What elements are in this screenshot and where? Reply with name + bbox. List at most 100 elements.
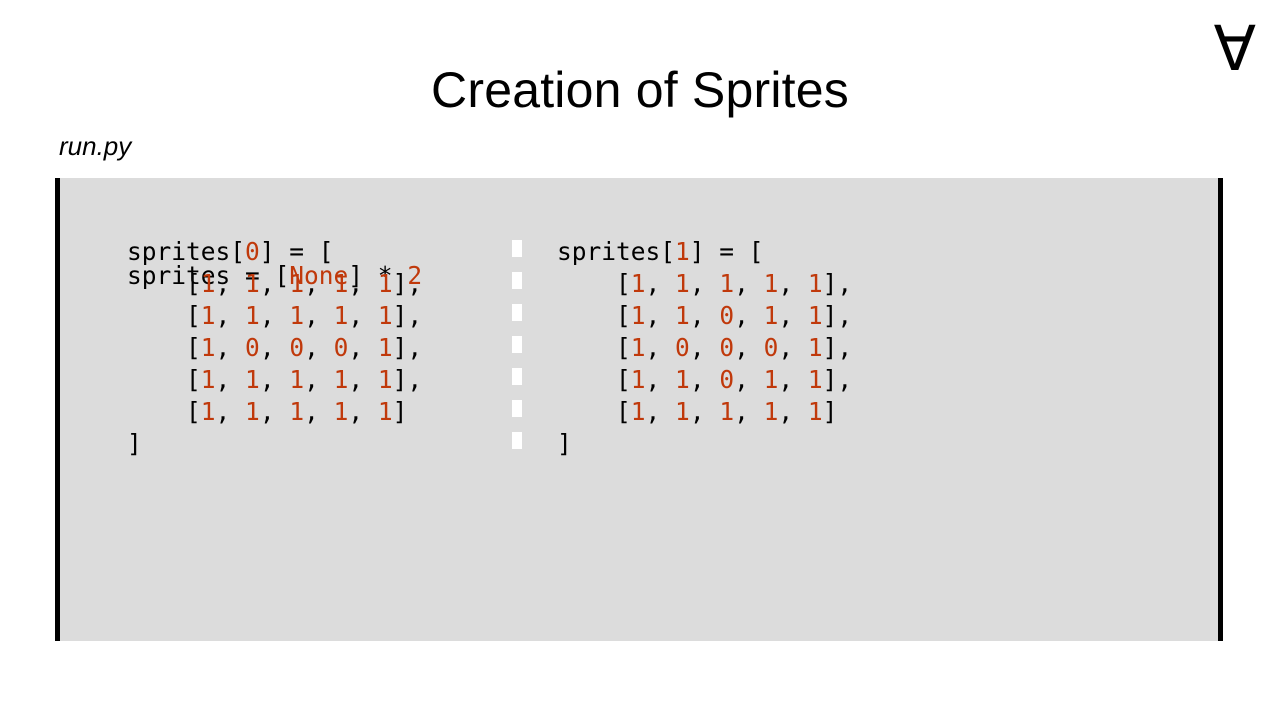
- pixel-value: 1: [289, 397, 305, 426]
- sprite-open-line: sprites[1] = [: [557, 236, 852, 268]
- code-text: [: [127, 333, 201, 362]
- pixel-value: 1: [289, 269, 305, 298]
- code-text: ,: [215, 333, 246, 362]
- code-text: ,: [645, 365, 676, 394]
- sprite-open-line: sprites[0] = [: [127, 236, 422, 268]
- code-text: sprites[: [127, 237, 246, 266]
- pixel-value: 0: [763, 333, 779, 362]
- sprite-close-line: ]: [127, 429, 142, 458]
- sprite-row: [1, 1, 1, 1, 1],: [127, 300, 422, 332]
- code-text: ,: [259, 397, 290, 426]
- pixel-value: 1: [333, 269, 349, 298]
- code-text: ,: [304, 301, 334, 330]
- pixel-value: 0: [719, 333, 735, 362]
- pixel-value: 1: [763, 365, 779, 394]
- code-block: sprites = [None] * 2 sprites[0] = [ [1, …: [55, 178, 1223, 641]
- pixel-value: 1: [200, 333, 216, 362]
- pixel-value: 1: [763, 397, 779, 426]
- pixel-value: 1: [675, 301, 690, 330]
- code-text: ,: [348, 365, 378, 394]
- sprite-row: [1, 1, 1, 1, 1],: [557, 268, 852, 300]
- code-text: ]: [392, 397, 408, 426]
- pixel-value: 1: [245, 365, 260, 394]
- pixel-value: 1: [245, 269, 260, 298]
- code-text: [: [127, 365, 201, 394]
- pixel-value: 1: [675, 269, 690, 298]
- pixel-value: 1: [630, 365, 646, 394]
- code-op-tail: ] *: [348, 261, 408, 290]
- pixel-value: 1: [675, 397, 690, 426]
- code-text: ,: [778, 269, 808, 298]
- pixel-value: 1: [377, 333, 393, 362]
- code-text: [: [557, 301, 631, 330]
- sprite-row: [1, 1, 1, 1, 1]: [127, 396, 422, 428]
- code-text: ] = [: [689, 237, 764, 266]
- code-text: ,: [215, 301, 246, 330]
- code-text: ,: [259, 301, 290, 330]
- code-text: ,: [304, 269, 334, 298]
- sprite-row: [1, 1, 1, 1, 1],: [127, 364, 422, 396]
- code-text: ],: [822, 301, 853, 330]
- code-text: ,: [259, 365, 290, 394]
- code-text: ,: [689, 301, 720, 330]
- pixel-value: 1: [333, 397, 349, 426]
- sprite-index-literal: 1: [675, 237, 690, 266]
- code-text: ,: [689, 333, 720, 362]
- sprite-index-literal: 0: [245, 237, 260, 266]
- sprite-row: [1, 1, 1, 1, 1],: [127, 268, 422, 300]
- code-text: [: [127, 397, 201, 426]
- slide-title: Creation of Sprites: [431, 62, 849, 118]
- code-init-line: sprites = [None] * 2: [127, 196, 422, 356]
- code-text: ],: [392, 333, 423, 362]
- sprite-close-line: ]: [557, 429, 572, 458]
- pixel-value: 1: [807, 301, 823, 330]
- pixel-value: 1: [719, 269, 735, 298]
- code-text: ,: [348, 333, 378, 362]
- pixel-value: 1: [377, 397, 393, 426]
- sprite-1-code: sprites[1] = [ [1, 1, 1, 1, 1], [1, 1, 0…: [557, 236, 852, 460]
- pixel-value: 0: [245, 333, 260, 362]
- pixel-value: 1: [763, 269, 779, 298]
- pixel-value: 1: [630, 333, 646, 362]
- code-text: ]: [822, 397, 838, 426]
- code-text: ,: [645, 269, 676, 298]
- sprite-row: [1, 1, 0, 1, 1],: [557, 364, 852, 396]
- sprite-row: [1, 1, 1, 1, 1]: [557, 396, 852, 428]
- code-none-literal: None: [289, 261, 349, 290]
- sprite-row: [1, 0, 0, 0, 1],: [127, 332, 422, 364]
- pixel-value: 1: [377, 301, 393, 330]
- code-text: ,: [304, 365, 334, 394]
- file-name-label: run.py: [59, 131, 132, 161]
- pixel-value: 0: [719, 365, 735, 394]
- pixel-value: 1: [200, 365, 216, 394]
- code-text: ,: [778, 365, 808, 394]
- pixel-value: 1: [675, 365, 690, 394]
- code-text: ,: [215, 397, 246, 426]
- pixel-value: 1: [807, 333, 823, 362]
- pixel-value: 1: [630, 269, 646, 298]
- pixel-value: 1: [289, 301, 305, 330]
- pixel-value: 1: [333, 365, 349, 394]
- code-text: ,: [215, 365, 246, 394]
- code-text: ] = [: [259, 237, 334, 266]
- logo-icon: ∀: [1213, 12, 1256, 85]
- code-text: ],: [392, 269, 423, 298]
- pixel-value: 0: [675, 333, 690, 362]
- pixel-value: 1: [807, 365, 823, 394]
- pixel-value: 1: [377, 365, 393, 394]
- code-count-literal: 2: [407, 261, 423, 290]
- code-text: ,: [778, 333, 808, 362]
- code-text: ,: [778, 397, 808, 426]
- code-text: ,: [259, 269, 290, 298]
- code-text: ,: [348, 269, 378, 298]
- code-text: ,: [645, 333, 676, 362]
- code-text: ,: [348, 397, 378, 426]
- code-text: ,: [734, 301, 764, 330]
- code-text: [: [557, 269, 631, 298]
- code-text: ,: [689, 365, 720, 394]
- code-text: ,: [689, 397, 720, 426]
- code-text: [: [127, 269, 201, 298]
- pixel-value: 1: [289, 365, 305, 394]
- code-text: [: [557, 365, 631, 394]
- code-text: [: [557, 397, 631, 426]
